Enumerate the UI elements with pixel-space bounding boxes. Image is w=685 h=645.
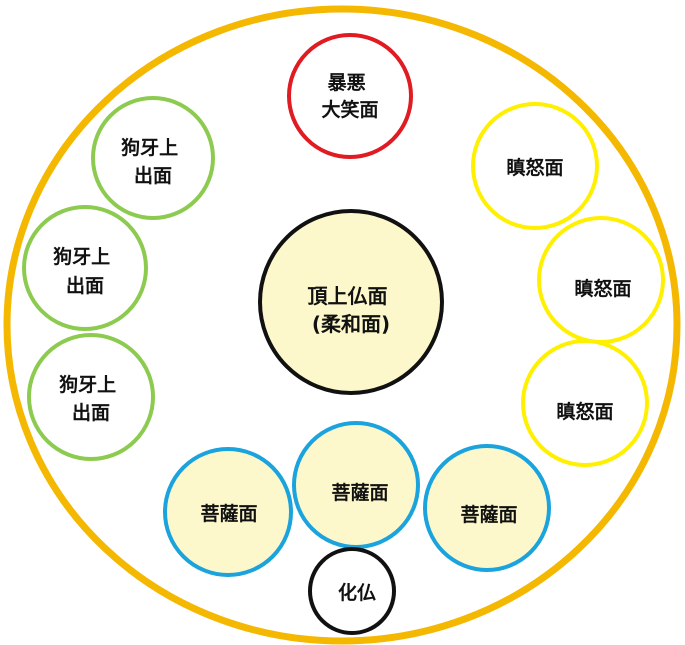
bodhisattva-face-node-1: 菩薩面: [163, 447, 293, 577]
bodhisattva-face-node-3: 菩薩面: [423, 444, 551, 572]
boar-tusk-face-circle-1: [91, 96, 215, 220]
boar-tusk-face-circle-3: [27, 333, 155, 461]
bodhisattva-face-circle-1: [163, 447, 293, 577]
center-face-circle: [258, 209, 444, 395]
laughing-face-node: 暴悪 大笑面: [287, 33, 413, 159]
wrathful-face-label-2: 瞋怒面: [574, 277, 631, 300]
buddha-label: 化仏: [338, 581, 376, 604]
laughing-face-label: 暴悪 大笑面: [321, 72, 378, 121]
wrathful-face-label-1: 瞋怒面: [506, 156, 563, 179]
wrathful-face-circle-1: [471, 102, 599, 230]
bodhisattva-face-circle-3: [423, 444, 551, 572]
boar-tusk-face-node-3: 狗牙上 出面: [27, 333, 155, 461]
bodhisattva-face-node-2: 菩薩面: [292, 421, 420, 549]
wrathful-face-node-2: 瞋怒面: [537, 216, 665, 344]
bodhisattva-face-label-1: 菩薩面: [200, 502, 257, 525]
boar-tusk-face-label-3: 狗牙上 出面: [59, 373, 123, 424]
bodhisattva-face-label-2: 菩薩面: [331, 481, 388, 504]
wrathful-face-label-3: 瞋怒面: [556, 400, 613, 423]
boar-tusk-face-circle-2: [22, 205, 148, 331]
wrathful-face-circle-3: [521, 339, 649, 467]
boar-tusk-face-node-1: 狗牙上 出面: [91, 96, 215, 220]
boar-tusk-face-label-1: 狗牙上 出面: [121, 136, 185, 187]
laughing-face-circle: [287, 33, 413, 159]
wrathful-face-node-3: 瞋怒面: [521, 339, 649, 467]
bodhisattva-face-label-3: 菩薩面: [460, 503, 517, 526]
center-face-node: 頂上仏面 (柔和面): [258, 209, 444, 395]
buddha-circle: [308, 547, 396, 635]
boar-tusk-face-label-2: 狗牙上 出面: [53, 245, 117, 297]
outer-ring: [3, 5, 681, 645]
boar-tusk-face-node-2: 狗牙上 出面: [22, 205, 148, 331]
wrathful-face-node-1: 瞋怒面: [471, 102, 599, 230]
bodhisattva-face-circle-2: [292, 421, 420, 549]
buddha-node: 化仏: [308, 547, 396, 635]
center-face-label: 頂上仏面 (柔和面): [308, 284, 395, 336]
